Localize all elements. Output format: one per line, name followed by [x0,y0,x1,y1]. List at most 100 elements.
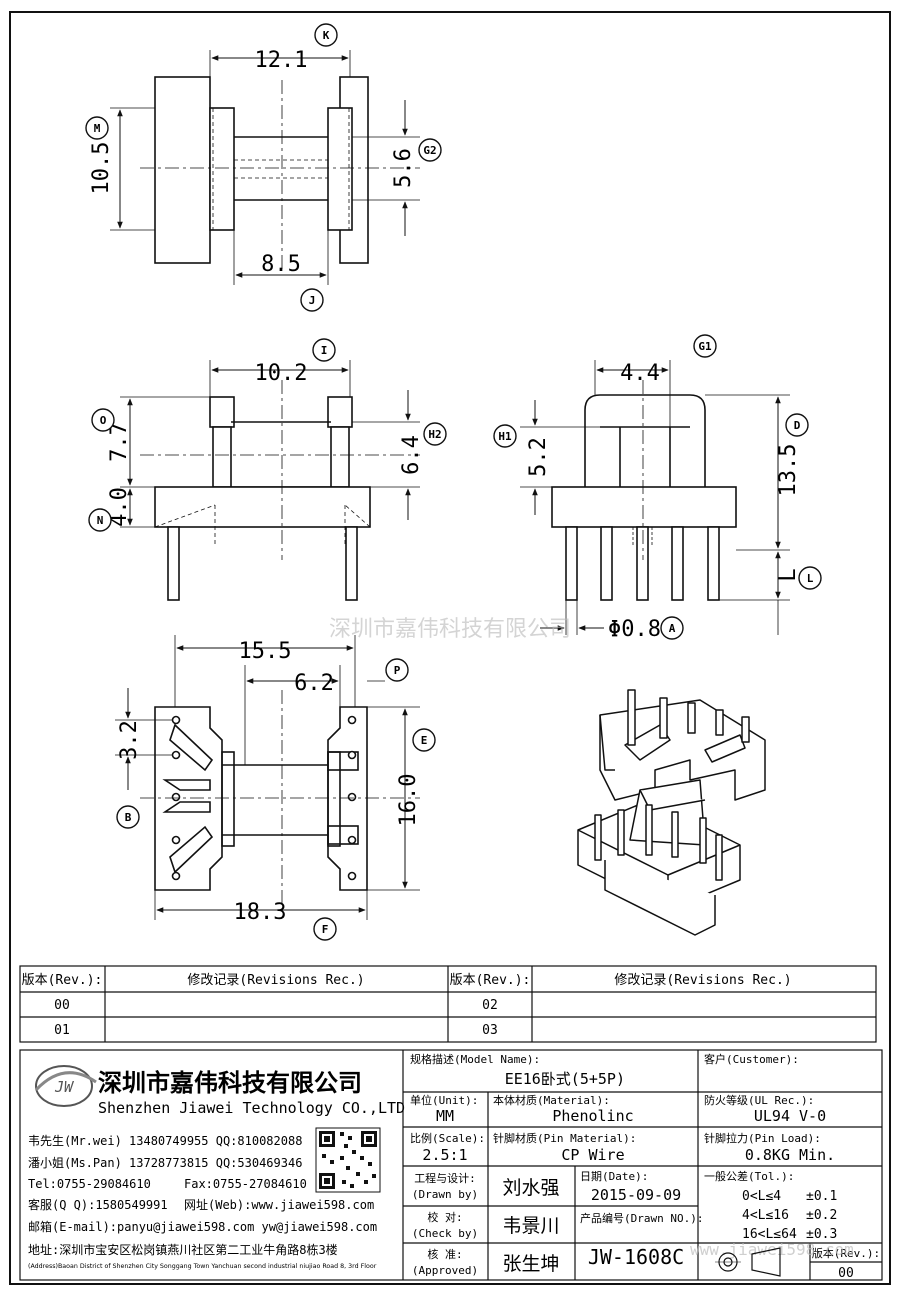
tol-range-0: 0<L≤4 [742,1189,781,1204]
rev-value: 00 [838,1266,854,1281]
label-j: J [309,294,316,307]
rev-row-1-a: 01 [54,1023,70,1038]
qr-code [315,1127,381,1193]
unit-label: 单位(Unit): [410,1093,478,1107]
dim-top-width: 12.1 [255,48,308,73]
logo-text: JW [54,1078,75,1096]
label-m: M [94,122,101,135]
label-l: L [807,572,814,585]
dim-bottom-width: 15.5 [239,639,292,664]
company-name-cn: 深圳市嘉伟科技有限公司 [98,1069,362,1097]
contact-tel: Tel:0755-29084610 [28,1177,151,1191]
isometric-view [577,689,766,936]
label-n: N [97,514,104,527]
label-h1: H1 [498,430,512,443]
tol-val-0: ±0.1 [806,1189,837,1204]
bottom-view [115,635,420,920]
dim-side-pin-len: L [776,568,801,581]
dim-front-mid: 6.4 [399,435,424,475]
company-name-en: Shenzhen Jiawei Technology CO.,LTD [98,1099,405,1117]
contact-fax: Fax:0755-27084610 [184,1177,307,1191]
approve-label: 核 准: [427,1247,462,1261]
drawn-label: 工程与设计: [414,1172,476,1185]
title-block [19,1049,883,1281]
pin-load-label: 针脚拉力(Pin Load): [704,1131,821,1145]
rec-header-b: 修改记录(Revisions Rec.) [614,973,791,988]
label-e: E [421,734,428,747]
address-cn: 地址:深圳市宝安区松岗镇燕川社区第二工业牛角路8栋3楼 [28,1242,338,1257]
model-value: EE16卧式(5+5P) [505,1070,625,1088]
dim-top-bobbin: 5.6 [391,148,416,188]
label-d: D [794,419,801,432]
drawn-value: 刘水强 [502,1177,559,1199]
dim-front-width: 10.2 [255,361,308,386]
address-en: (Address)Baoan District of Shenzhen City… [28,1263,377,1270]
contact-email: 邮箱(E-mail):panyu@jiawei598.com yw@jiawei… [28,1219,377,1234]
company-block: JW 深圳市嘉伟科技有限公司 Shenzhen Jiawei Technolog… [28,1065,405,1270]
date-label: 日期(Date): [580,1170,648,1183]
dim-bottom-inner: 6.2 [294,671,334,696]
projection-symbol-icon [715,1247,781,1277]
model-label: 规格描述(Model Name): [410,1052,540,1066]
material-label: 本体材质(Material): [493,1093,610,1107]
ul-label: 防火等级(UL Rec.): [704,1093,814,1107]
rec-header-a: 修改记录(Revisions Rec.) [187,973,364,988]
side-view [520,360,790,635]
label-i: I [321,344,328,357]
dim-top-inner: 8.5 [261,252,301,277]
sheet-border [9,11,891,1285]
date-value: 2015-09-09 [591,1186,681,1204]
rev-row-0-b: 02 [482,998,498,1013]
drawn-no-value: JW-1608C [588,1245,684,1269]
callout-labels [85,23,822,941]
unit-value: MM [436,1107,454,1125]
contact-qq: 客服(Q Q):1580549991 [28,1197,168,1212]
label-k: K [323,29,330,42]
front-view [120,360,420,601]
dim-side-h1: 5.2 [526,437,551,477]
label-a: A [669,622,676,635]
label-b: B [125,811,132,824]
dim-side-pitch: 4.4 [620,361,660,386]
check-label-en: (Check by) [412,1227,478,1240]
label-f: F [322,923,329,936]
top-view [110,50,420,285]
label-g1: G1 [698,340,712,353]
dim-bottom-height: 16.0 [396,774,421,827]
rev-row-0-a: 00 [54,998,70,1013]
scale-value: 2.5:1 [422,1146,467,1164]
label-h2: H2 [428,428,441,441]
label-o: O [100,414,107,427]
drawn-no-label: 产品编号(Drawn NO.): [580,1211,703,1225]
company-logo: JW [34,1065,97,1107]
rev-row-1-b: 03 [482,1023,498,1038]
contact-wei: 韦先生(Mr.wei) 13480749955 QQ:810082088 [28,1134,302,1148]
watermark-text: 深圳市嘉伟科技有限公司 [329,617,571,642]
dim-front-upper: 7.7 [107,422,132,462]
tol-range-2: 16<L≤64 [742,1227,797,1242]
dim-side-total: 13.5 [776,444,801,497]
label-g2: G2 [423,144,436,157]
tol-range-1: 4<L≤16 [742,1208,789,1223]
contact-web: 网址(Web):www.jiawei598.com [184,1198,374,1212]
dim-pin-dia: Φ0.8 [608,617,661,642]
pin-material-label: 针脚材质(Pin Material): [493,1131,636,1145]
check-value: 韦景川 [502,1215,559,1237]
drawn-label-en: (Drawn by) [412,1188,478,1201]
rev-header-b: 版本(Rev.): [450,973,531,988]
dim-bottom-total: 18.3 [234,900,287,925]
approve-label-en: (Approved) [412,1264,478,1277]
dim-top-height: 10.5 [89,142,114,195]
tol-val-1: ±0.2 [806,1208,837,1223]
contact-pan: 潘小姐(Ms.Pan) 13728773815 QQ:530469346 [28,1156,302,1170]
rev-header-a: 版本(Rev.): [22,973,103,988]
scale-label: 比例(Scale): [410,1131,485,1145]
label-p: P [394,664,401,677]
approve-value: 张生坤 [502,1253,559,1275]
revision-table [19,965,877,1043]
tol-val-2: ±0.3 [806,1227,837,1242]
ul-value: UL94 V-0 [754,1107,826,1125]
pin-material-value: CP Wire [561,1146,624,1164]
rev-label: 版本(Rev.): [812,1246,880,1260]
material-value: Phenolinc [552,1107,633,1125]
